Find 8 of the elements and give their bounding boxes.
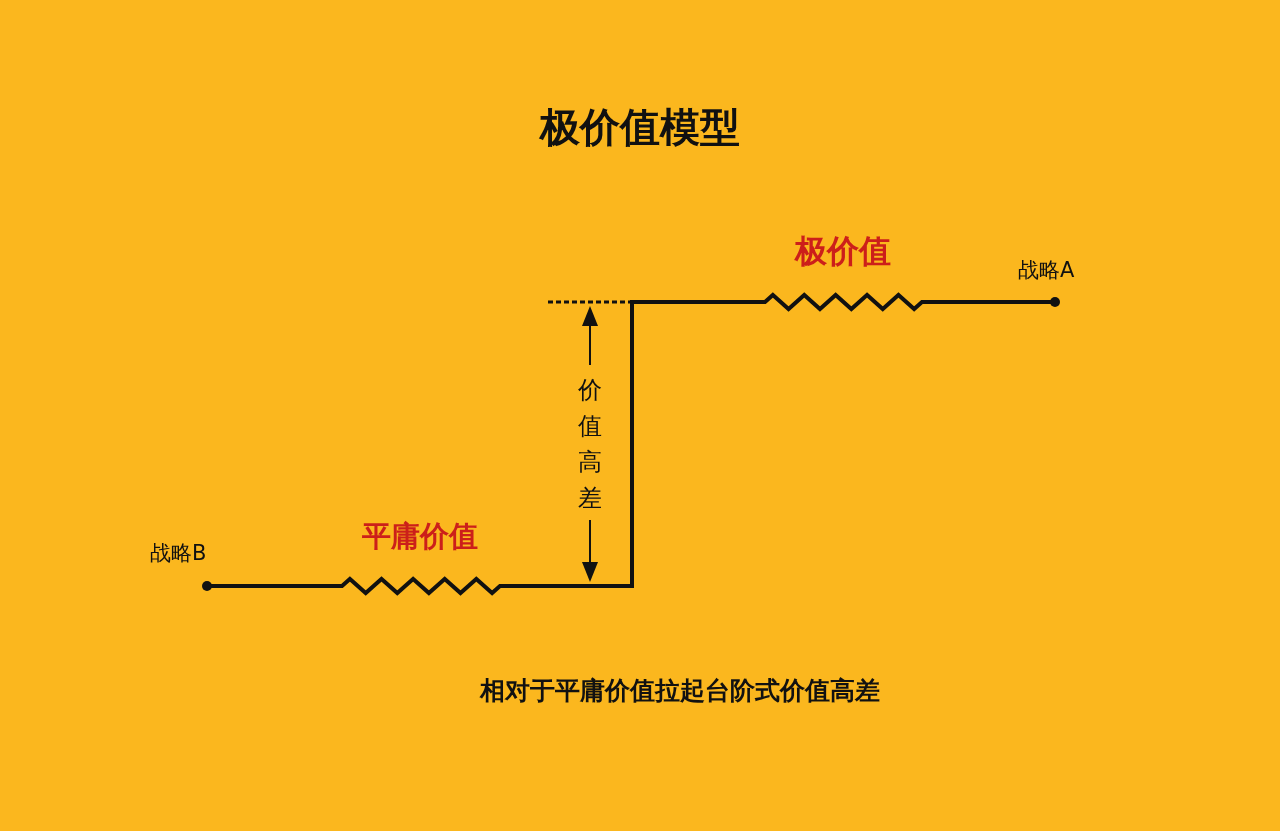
value-label: 平庸价值	[361, 518, 479, 555]
dimension-label: 价值高差	[577, 375, 603, 514]
step-line	[202, 292, 1060, 596]
endpoint-label: 战略A	[1018, 257, 1098, 283]
endpoint-label: 战略B	[150, 540, 230, 566]
value-label: 极价值	[793, 231, 892, 272]
title: 极价值模型	[538, 103, 741, 152]
caption: 相对于平庸价值拉起台阶式价值高差	[478, 675, 881, 707]
